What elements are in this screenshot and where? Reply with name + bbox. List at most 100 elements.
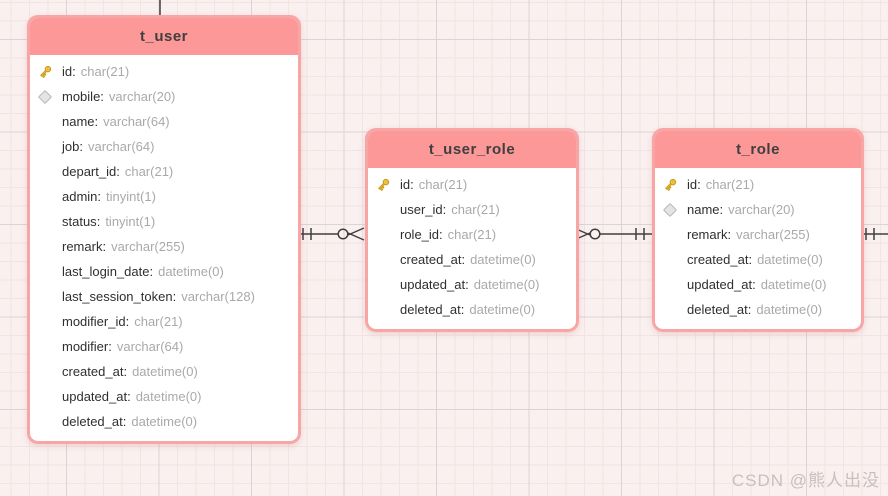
entity-table-t-user[interactable]: t_user id char(21) mobile varchar(20) name… (27, 15, 301, 444)
field-row[interactable]: modifier_id char(21) (30, 309, 298, 334)
field-name: last_session_token (62, 289, 176, 304)
field-type: varchar(64) (87, 139, 155, 154)
csdn-watermark: CSDN @熊人出没 (731, 471, 880, 490)
field-row[interactable]: created_at datetime(0) (655, 247, 861, 272)
field-type: datetime(0) (756, 302, 823, 317)
field-name: role_id (400, 227, 443, 242)
relationship-role-to-userrole[interactable] (573, 227, 652, 241)
field-type: char(21) (418, 177, 468, 192)
field-name: id (400, 177, 414, 192)
field-type: varchar(255) (736, 227, 810, 242)
field-name: updated_at (400, 277, 469, 292)
field-name: modifier_id (62, 314, 129, 329)
field-type: char(21) (447, 227, 497, 242)
field-name: last_login_date (62, 264, 153, 279)
field-type: char(21) (705, 177, 755, 192)
zero-cardinality-circle (589, 228, 601, 240)
field-name: created_at (62, 364, 127, 379)
table-title[interactable]: t_user (30, 18, 298, 55)
field-name: deleted_at (687, 302, 751, 317)
field-name: modifier (62, 339, 112, 354)
table-field-list: id char(21) mobile varchar(20) namevarchar… (30, 55, 298, 441)
field-row[interactable]: created_at datetime(0) (368, 247, 576, 272)
field-type: varchar(128) (181, 289, 255, 304)
field-type: char(21) (80, 64, 130, 79)
field-type: varchar(20) (108, 89, 176, 104)
field-row[interactable]: id char(21) (30, 59, 298, 84)
field-type: datetime(0) (132, 364, 198, 379)
field-name: updated_at (687, 277, 756, 292)
field-row[interactable]: job varchar(64) (30, 134, 298, 159)
field-type: datetime(0) (473, 277, 540, 292)
field-row[interactable]: last_session_token varchar(128) (30, 284, 298, 309)
field-row[interactable]: id char(21) (368, 172, 576, 197)
field-type: varchar(64) (116, 339, 184, 354)
relationship-user-to-userrole[interactable] (295, 227, 365, 241)
field-row[interactable]: deleted_at datetime(0) (368, 297, 576, 322)
field-type: varchar(64) (103, 114, 170, 129)
table-field-list: id char(21) name varchar(20) remark varchar… (655, 168, 861, 329)
field-name: name (687, 202, 723, 217)
field-name: id (62, 64, 76, 79)
field-type: char(21) (451, 202, 500, 217)
field-row[interactable]: admin tinyint(1) (30, 184, 298, 209)
field-row[interactable]: remark varchar(255) (655, 222, 861, 247)
field-row[interactable]: updated_at datetime(0) (368, 272, 576, 297)
unique-index-icon (662, 202, 687, 217)
field-row[interactable]: id char(21) (655, 172, 861, 197)
field-type: datetime(0) (158, 264, 224, 279)
table-title[interactable]: t_role (655, 131, 861, 168)
field-name: created_at (687, 252, 752, 267)
field-name: id (687, 177, 701, 192)
unique-index-icon (37, 89, 62, 104)
field-name: remark (687, 227, 731, 242)
table-title[interactable]: t_user_role (368, 131, 576, 168)
field-row[interactable]: updated_at datetime(0) (655, 272, 861, 297)
field-type: datetime(0) (469, 302, 536, 317)
field-row[interactable]: status tinyint(1) (30, 209, 298, 234)
field-type: datetime(0) (135, 389, 202, 404)
field-type: datetime(0) (131, 414, 198, 429)
field-name: job (62, 139, 83, 154)
primary-key-icon (38, 64, 62, 79)
field-type: datetime(0) (760, 277, 827, 292)
field-type: datetime(0) (757, 252, 823, 267)
field-row[interactable]: role_id char(21) (368, 222, 576, 247)
field-name: admin (62, 189, 101, 204)
field-name: deleted_at (62, 414, 126, 429)
zero-cardinality-circle (337, 228, 349, 240)
field-name: depart_id (62, 164, 120, 179)
field-type: tinyint(1) (105, 214, 156, 229)
field-name: updated_at (62, 389, 131, 404)
field-row[interactable]: name varchar(20) (655, 197, 861, 222)
crow-foot-prong (347, 232, 365, 241)
field-row[interactable]: namevarchar(64) (30, 109, 298, 134)
field-row[interactable]: created_at datetime(0) (30, 359, 298, 384)
field-row[interactable]: deleted_at datetime(0) (30, 409, 298, 434)
field-name: mobile (62, 89, 104, 104)
field-type: varchar(20) (728, 202, 795, 217)
table-field-list: idchar(21) user_idchar(21) role_idchar(2… (368, 168, 576, 329)
primary-key-icon (376, 177, 400, 192)
field-type: char(21) (124, 164, 174, 179)
field-row[interactable]: deleted_at datetime(0) (655, 297, 861, 322)
field-row[interactable]: last_login_date datetime(0) (30, 259, 298, 284)
field-name: remark (62, 239, 106, 254)
field-row[interactable]: user_id char(21) (368, 197, 576, 222)
field-row[interactable]: depart_id char(21) (30, 159, 298, 184)
field-row[interactable]: remark varchar(255) (30, 234, 298, 259)
field-name: deleted_at (400, 302, 464, 317)
field-row[interactable]: modifier varchar(64) (30, 334, 298, 359)
entity-table-t-user-role[interactable]: t_user_role idchar(21) user_idchar(21) r… (365, 128, 579, 332)
field-name: created_at (400, 252, 465, 267)
field-name: user_id (400, 202, 446, 217)
field-type: char(21) (134, 314, 183, 329)
field-row[interactable]: updated_at datetime(0) (30, 384, 298, 409)
field-type: varchar(255) (111, 239, 185, 254)
field-name: status (62, 214, 100, 229)
field-type: tinyint(1) (106, 189, 156, 204)
field-type: datetime(0) (470, 252, 536, 267)
field-row[interactable]: mobile varchar(20) (30, 84, 298, 109)
entity-table-t-role[interactable]: t_role id char(21) name varchar(20) remark… (652, 128, 864, 332)
